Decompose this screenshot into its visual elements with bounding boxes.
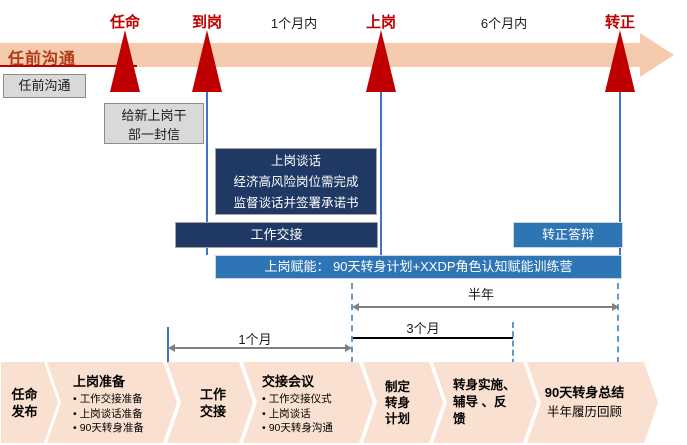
box-regularization-defense: 转正答辩 [513,222,623,248]
band-title-underline [0,65,137,67]
step-2-bullet-2: 上岗谈话准备 [79,407,143,420]
milestone-label-appointment: 任命 [109,14,140,31]
milestone-marker-appointment-icon [110,30,140,92]
arrowhead-right-icon [612,303,619,311]
dashed-line-regularization [617,283,619,363]
step-2-bullet-1: 工作交接准备 [79,393,143,405]
milestone-label-arrival: 到岗 [191,14,222,31]
box-letter-to-new-cadre: 给新上岗干 部一封信 [104,103,204,144]
timeline-band-arrowhead-icon [640,33,674,77]
step-5-line-2: 转身 [385,395,411,410]
connector-line-arrival [206,92,208,255]
dashed-line-three-months-end [512,322,514,365]
step-3-line-1: 工作 [199,386,226,402]
measure-label-one-month: 1个月 [238,332,272,347]
box-letter-line-1: 给新上岗干 [121,108,187,123]
bullet-icon: • [262,422,266,434]
arrowhead-left-icon [352,303,359,311]
step-1-line-2: 发布 [11,403,38,419]
step-5-line-1: 制定 [385,379,411,394]
step-4-bullet-3: 90天转身沟通 [268,422,333,434]
duration-label-within-1-month: 1个月内 [270,16,318,31]
step-2-bullet-3: 90天转身准备 [79,422,144,434]
connector-line-regularization [619,92,621,255]
milestone-label-regularization: 转正 [604,14,635,31]
milestone-marker-arrival-icon [192,30,222,92]
box-work-handover: 工作交接 [175,222,378,248]
measure-label-half-year: 半年 [467,287,494,302]
measure-label-three-months: 3个月 [406,321,440,336]
process-step-transition-implementation: 转身实施、 辅导 、反 馈 [433,362,537,443]
step-4-bullet-1: 工作交接仪式 [268,393,332,405]
step-7-title: 90天转身总结 [544,385,625,400]
step-4-title: 交接会议 [262,374,315,389]
bullet-icon: • [73,407,77,420]
process-step-handover-meeting: 交接会议 •工作交接仪式 •上岗谈话 •90天转身沟通 [243,362,373,443]
milestone-label-start-work: 上岗 [365,14,396,31]
box-letter-line-2: 部一封信 [127,127,180,142]
measure-arrow-one-month [173,347,347,349]
milestone-marker-regularization-icon [605,30,635,92]
step-5-line-3: 计划 [385,411,411,426]
process-step-work-handover: 工作 交接 [167,362,253,443]
talk-line-3: 监督谈话并签署承诺书 [233,196,359,210]
bullet-icon: • [73,422,77,434]
talk-line-1: 上岗谈话 [270,154,321,168]
dashed-line-start-work [351,283,353,363]
bullet-icon: • [262,393,266,405]
measure-line-three-months [353,337,513,339]
arrowhead-left-icon [168,344,175,352]
box-pre-communication: 任前沟通 [3,74,86,98]
milestone-marker-start-work-icon [366,30,396,92]
process-step-make-transition-plan: 制定 转身 计划 [363,362,443,443]
step-6-line-1: 转身实施、 [453,378,516,392]
connector-line-start-work [380,92,382,255]
box-onboarding-empowerment: 上岗赋能： 90天转身计划+XXDP角色认知赋能训练营 [215,255,622,279]
bullet-icon: • [262,407,266,420]
timeline-band [0,43,640,67]
arrowhead-right-icon [345,344,352,352]
step-4-bullet-2: 上岗谈话 [268,407,311,420]
bullet-icon: • [73,393,77,405]
step-2-title: 上岗准备 [73,374,126,389]
step-6-line-2: 辅导 、反 [453,395,507,409]
process-step-90-day-summary: 90天转身总结 半年履历回顾 [527,362,658,443]
step-7-subtitle: 半年履历回顾 [546,405,622,419]
measure-arrow-half-year [357,306,614,308]
step-1-line-1: 任命 [11,386,38,402]
step-6-line-3: 馈 [453,412,466,426]
process-step-appointment-release: 任命 发布 [1,362,58,443]
process-step-onboarding-preparation: 上岗准备 •工作交接准备 •上岗谈话准备 •90天转身准备 [47,362,177,443]
duration-label-within-6-months: 6个月内 [480,16,528,31]
step-3-line-2: 交接 [199,403,226,419]
box-onboarding-talk: 上岗谈话 经济高风险岗位需完成 监督谈话并签署承诺书 [215,148,377,215]
talk-line-2: 经济高风险岗位需完成 [233,175,359,189]
band-title: 任前沟通 [8,51,77,68]
